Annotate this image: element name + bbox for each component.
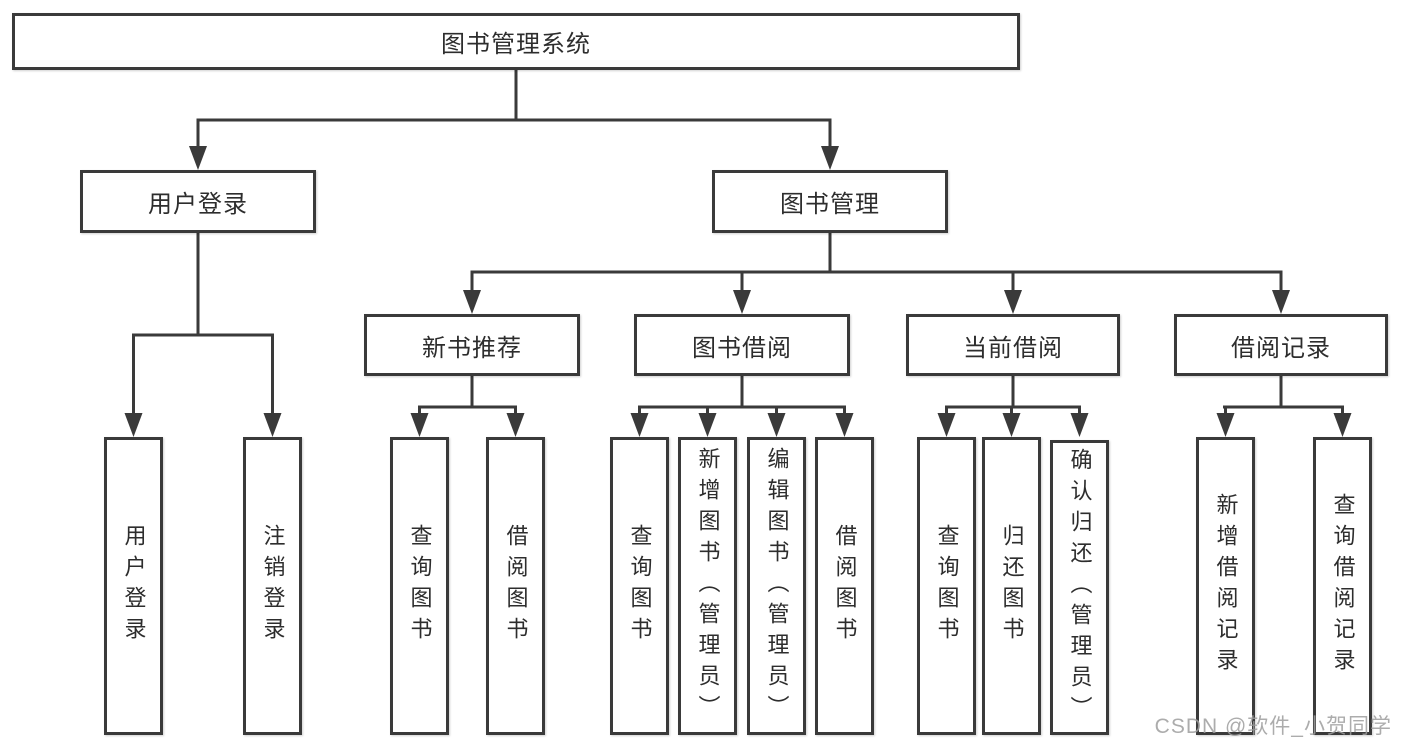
- node-label: 借阅图书: [503, 524, 529, 648]
- connector-new-book-recommend-to-leaves: [410, 376, 525, 437]
- arrowhead-icon: [1070, 413, 1089, 437]
- node-current-borrowing: 当前借阅: [906, 314, 1120, 376]
- arrowhead-icon: [506, 413, 525, 437]
- node-leaf-return-books: 归还图书: [982, 437, 1041, 735]
- arrowhead-icon: [189, 146, 207, 170]
- node-label: 当前借阅: [963, 334, 1063, 362]
- node-label: 注销登录: [260, 524, 286, 648]
- connector-book-borrowing-to-leaves: [630, 376, 854, 437]
- arrowhead-icon: [1333, 413, 1352, 437]
- arrowhead-icon: [410, 413, 429, 437]
- node-library-management-system: 图书管理系统: [12, 13, 1020, 70]
- connector-book-management-to-level3: [463, 233, 1290, 314]
- node-label: 图书管理: [780, 191, 880, 218]
- node-book-management: 图书管理: [712, 170, 948, 233]
- node-label: 用户登录: [121, 524, 147, 648]
- node-label: 归还图书: [999, 524, 1025, 648]
- node-label: 编辑图书（管理员）: [764, 446, 790, 726]
- node-leaf-logout: 注销登录: [243, 437, 302, 735]
- arrowhead-icon: [1216, 413, 1235, 437]
- arrowhead-icon: [937, 413, 956, 437]
- connector-current-borrowing-to-leaves: [937, 376, 1089, 437]
- node-label: 查询图书: [407, 524, 433, 648]
- arrowhead-icon: [463, 290, 481, 314]
- node-leaf-add-books-admin: 新增图书（管理员）: [678, 437, 737, 735]
- node-label: 图书借阅: [692, 334, 792, 362]
- node-leaf-query-books-borrowing: 查询图书: [610, 437, 669, 735]
- watermark: CSDN @软件_小贺同学: [1154, 715, 1392, 738]
- node-leaf-edit-books-admin: 编辑图书（管理员）: [747, 437, 806, 735]
- arrowhead-icon: [124, 413, 143, 437]
- node-leaf-add-borrow-record: 新增借阅记录: [1196, 437, 1255, 735]
- node-leaf-query-books-recommend: 查询图书: [390, 437, 449, 735]
- node-label: 查询借阅记录: [1330, 493, 1356, 679]
- arrowhead-icon: [1004, 290, 1022, 314]
- arrowhead-icon: [733, 290, 751, 314]
- connector-user-login-to-leaves: [124, 233, 282, 437]
- node-label: 查询图书: [627, 524, 653, 648]
- node-user-login: 用户登录: [80, 170, 316, 233]
- node-leaf-confirm-return-admin: 确认归还（管理员）: [1050, 440, 1109, 735]
- node-new-book-recommend: 新书推荐: [364, 314, 580, 376]
- node-leaf-user-login: 用户登录: [104, 437, 163, 735]
- arrowhead-icon: [1002, 413, 1021, 437]
- node-label: 新增借阅记录: [1213, 493, 1239, 679]
- arrowhead-icon: [821, 146, 839, 170]
- node-label: 新书推荐: [422, 334, 522, 362]
- node-label: 新增图书（管理员）: [695, 446, 721, 726]
- connector-borrowing-records-to-leaves: [1216, 376, 1352, 437]
- node-leaf-query-books-current: 查询图书: [917, 437, 976, 735]
- node-book-borrowing: 图书借阅: [634, 314, 850, 376]
- node-borrowing-records: 借阅记录: [1174, 314, 1388, 376]
- node-label: 查询图书: [934, 524, 960, 648]
- node-leaf-borrow-books: 借阅图书: [815, 437, 874, 735]
- arrowhead-icon: [767, 413, 786, 437]
- node-leaf-borrow-books-recommend: 借阅图书: [486, 437, 545, 735]
- connector-root-to-level2: [189, 70, 839, 170]
- arrowhead-icon: [698, 413, 717, 437]
- node-label: 图书管理系统: [441, 31, 591, 58]
- node-leaf-query-borrow-record: 查询借阅记录: [1313, 437, 1372, 735]
- node-label: 借阅图书: [832, 524, 858, 648]
- arrowhead-icon: [1272, 290, 1290, 314]
- node-label: 借阅记录: [1231, 334, 1331, 362]
- arrowhead-icon: [263, 413, 282, 437]
- arrowhead-icon: [835, 413, 854, 437]
- arrowhead-icon: [630, 413, 649, 437]
- node-label: 用户登录: [148, 191, 248, 218]
- node-label: 确认归还（管理员）: [1067, 448, 1093, 727]
